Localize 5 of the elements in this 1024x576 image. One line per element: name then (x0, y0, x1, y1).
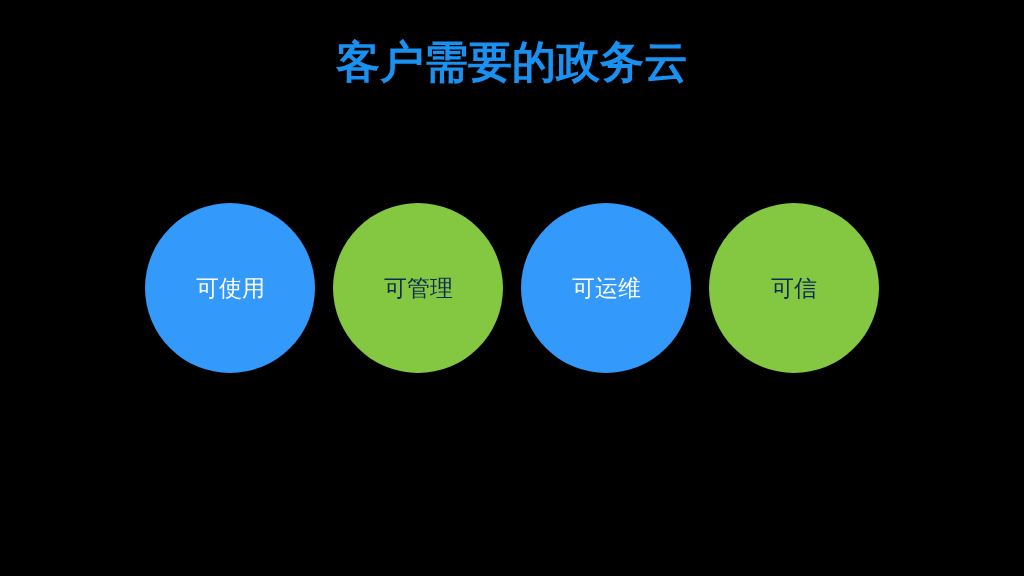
slide-title: 客户需要的政务云 (335, 35, 689, 89)
circle-label: 可管理 (383, 274, 453, 302)
circle-label: 可运维 (571, 274, 641, 302)
circle-label: 可使用 (195, 274, 265, 302)
circle-label: 可信 (771, 274, 817, 302)
